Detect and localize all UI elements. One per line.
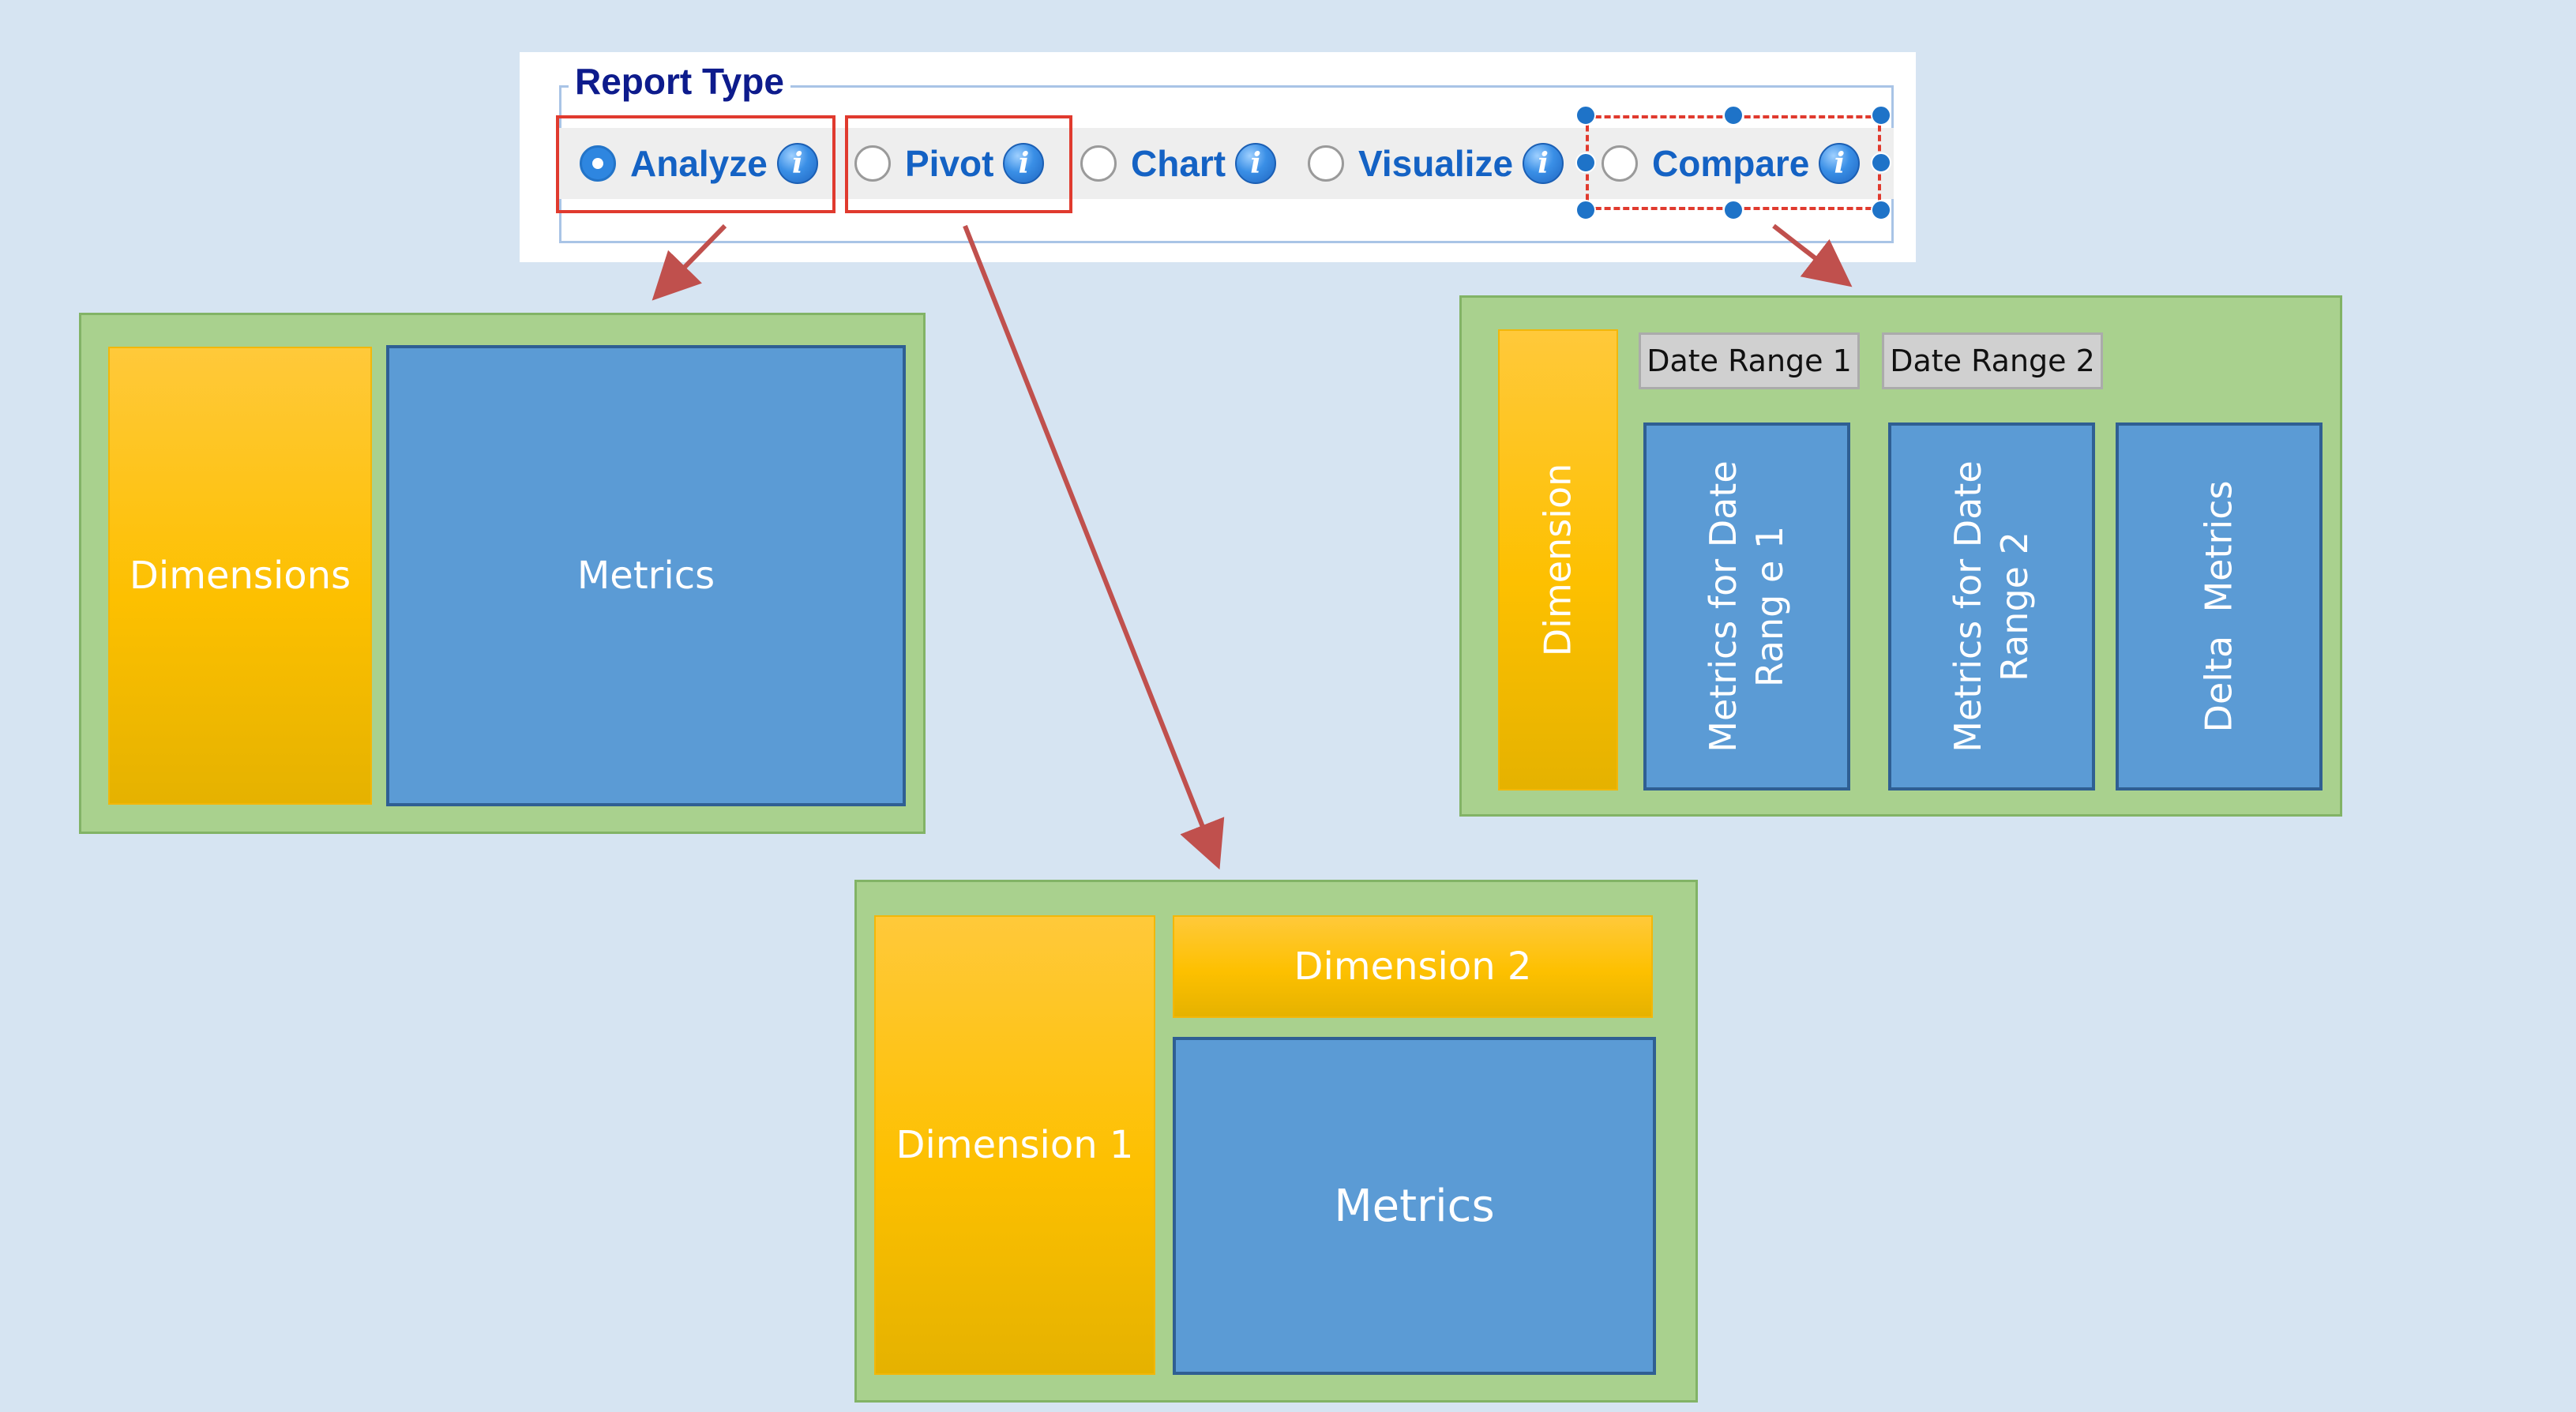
info-icon[interactable]: i — [1235, 143, 1277, 184]
visualize-label[interactable]: Visualize — [1358, 143, 1514, 184]
analyze-dimensions-box: Dimensions — [108, 347, 372, 805]
analyze-label[interactable]: Analyze — [630, 143, 768, 184]
chart-radio[interactable] — [1080, 145, 1117, 182]
pivot-highlight-box — [845, 115, 1072, 213]
metrics-date-range-1-box: Metrics for Date Rang e 1 — [1643, 422, 1850, 790]
resize-handle-bottom[interactable] — [1723, 200, 1744, 220]
pivot-label[interactable]: Pivot — [905, 143, 994, 184]
analyze-layout-panel: Dimensions Metrics — [79, 313, 926, 834]
info-icon[interactable]: i — [776, 143, 818, 184]
report-type-option-visualize[interactable]: Visualize i — [1308, 128, 1564, 199]
report-type-option-compare[interactable]: Compare i — [1602, 128, 1861, 199]
compare-dimension-box: Dimension — [1498, 329, 1618, 790]
resize-handle-bottom-right[interactable] — [1871, 200, 1891, 220]
compare-radio[interactable] — [1602, 145, 1638, 182]
analyze-connector-arrow — [652, 223, 727, 301]
report-type-option-chart[interactable]: Chart i — [1080, 128, 1277, 199]
info-icon[interactable]: i — [1003, 143, 1045, 184]
visualize-radio[interactable] — [1308, 145, 1344, 182]
resize-handle-top-left[interactable] — [1575, 105, 1596, 126]
compare-label[interactable]: Compare — [1652, 143, 1810, 184]
resize-handle-bottom-left[interactable] — [1575, 200, 1596, 220]
analyze-metrics-box: Metrics — [386, 345, 906, 806]
date-range-2-tab: Date Range 2 — [1882, 332, 2103, 389]
info-icon[interactable]: i — [1523, 143, 1564, 184]
report-type-option-pivot[interactable]: Pivot i — [854, 128, 1045, 199]
report-type-option-analyze[interactable]: Analyze i — [580, 128, 818, 199]
resize-handle-left[interactable] — [1575, 152, 1596, 173]
analyze-radio[interactable] — [580, 145, 616, 182]
analyze-highlight-box — [556, 115, 836, 213]
compare-connector-arrow — [1772, 223, 1853, 287]
pivot-metrics-box: Metrics — [1173, 1037, 1656, 1375]
pivot-dimension-2-box: Dimension 2 — [1173, 915, 1653, 1018]
info-icon[interactable]: i — [1819, 143, 1861, 184]
date-range-1-tab: Date Range 1 — [1639, 332, 1860, 389]
pivot-radio[interactable] — [854, 145, 891, 182]
resize-handle-right[interactable] — [1871, 152, 1891, 173]
report-type-legend: Report Type — [569, 60, 790, 104]
pivot-dimension-1-box: Dimension 1 — [874, 915, 1155, 1375]
metrics-date-range-2-box: Metrics for Date Range 2 — [1888, 422, 2095, 790]
compare-layout-panel: Date Range 1 Date Range 2 Dimension Metr… — [1459, 295, 2342, 817]
resize-handle-top[interactable] — [1723, 105, 1744, 126]
pivot-connector-arrow — [963, 224, 1225, 870]
delta-metrics-box: Delta Metrics — [2116, 422, 2323, 790]
pivot-layout-panel: Dimension 1 Dimension 2 Metrics — [854, 880, 1698, 1403]
resize-handle-top-right[interactable] — [1871, 105, 1891, 126]
chart-label[interactable]: Chart — [1131, 143, 1226, 184]
report-type-panel: Report Type Analyze i Pivot i Chart i Vi… — [520, 52, 1916, 262]
